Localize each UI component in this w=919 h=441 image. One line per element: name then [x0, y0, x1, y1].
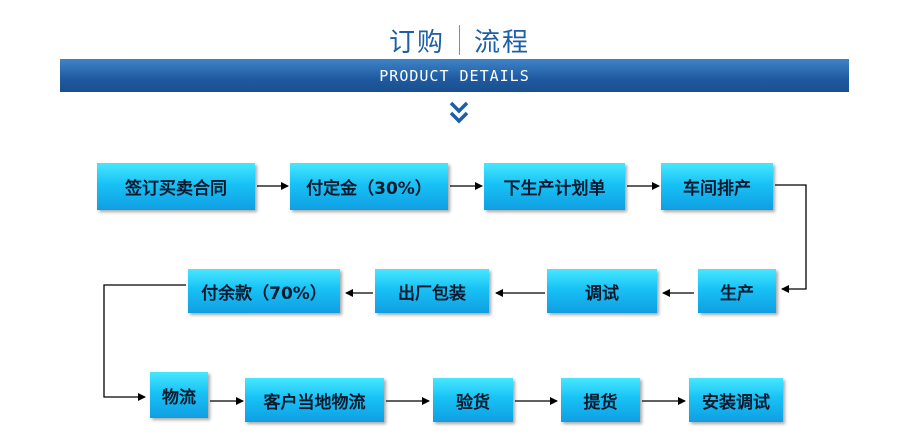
step-box-5: 生产 [698, 269, 776, 313]
step-label: 签订买卖合同 [125, 179, 227, 199]
step-box-2: 付定金（30%） [290, 163, 448, 210]
step-label: 验货 [456, 392, 490, 413]
step-box-12: 提货 [561, 378, 640, 422]
title-right: 流程 [474, 27, 531, 58]
step-box-1: 签订买卖合同 [97, 163, 255, 210]
step-box-8: 付余款（70%） [188, 269, 340, 313]
step-label: 调试 [585, 283, 619, 304]
arrow-8-9 [103, 284, 186, 401]
step-box-13: 安装调试 [689, 378, 783, 422]
page-title: 订购 流程 [0, 22, 919, 58]
step-label: 下生产计划单 [503, 179, 606, 199]
step-box-9: 物流 [150, 372, 208, 418]
step-label: 物流 [162, 387, 196, 408]
step-box-3: 下生产计划单 [484, 163, 625, 210]
step-box-4: 车间排产 [661, 163, 773, 210]
subtitle-band: PRODUCT DETAILS [60, 59, 849, 92]
subtitle-text: PRODUCT DETAILS [379, 66, 530, 85]
chevron-down-icon [449, 101, 469, 124]
step-box-7: 出厂包装 [375, 269, 489, 313]
title-separator [459, 25, 460, 55]
step-box-6: 调试 [547, 269, 657, 313]
step-label: 车间排产 [683, 179, 751, 199]
step-label: 提货 [583, 392, 618, 413]
title-left: 订购 [388, 27, 445, 58]
step-label: 付定金（30%） [306, 179, 432, 199]
step-label: 出厂包装 [398, 283, 466, 304]
step-box-11: 验货 [433, 378, 513, 422]
arrow-4-5 [775, 184, 807, 293]
step-label: 付余款（70%） [201, 283, 327, 304]
step-label: 安装调试 [702, 392, 770, 413]
step-box-10: 客户当地物流 [245, 378, 384, 422]
step-label: 生产 [720, 283, 754, 304]
step-label: 客户当地物流 [263, 392, 366, 413]
